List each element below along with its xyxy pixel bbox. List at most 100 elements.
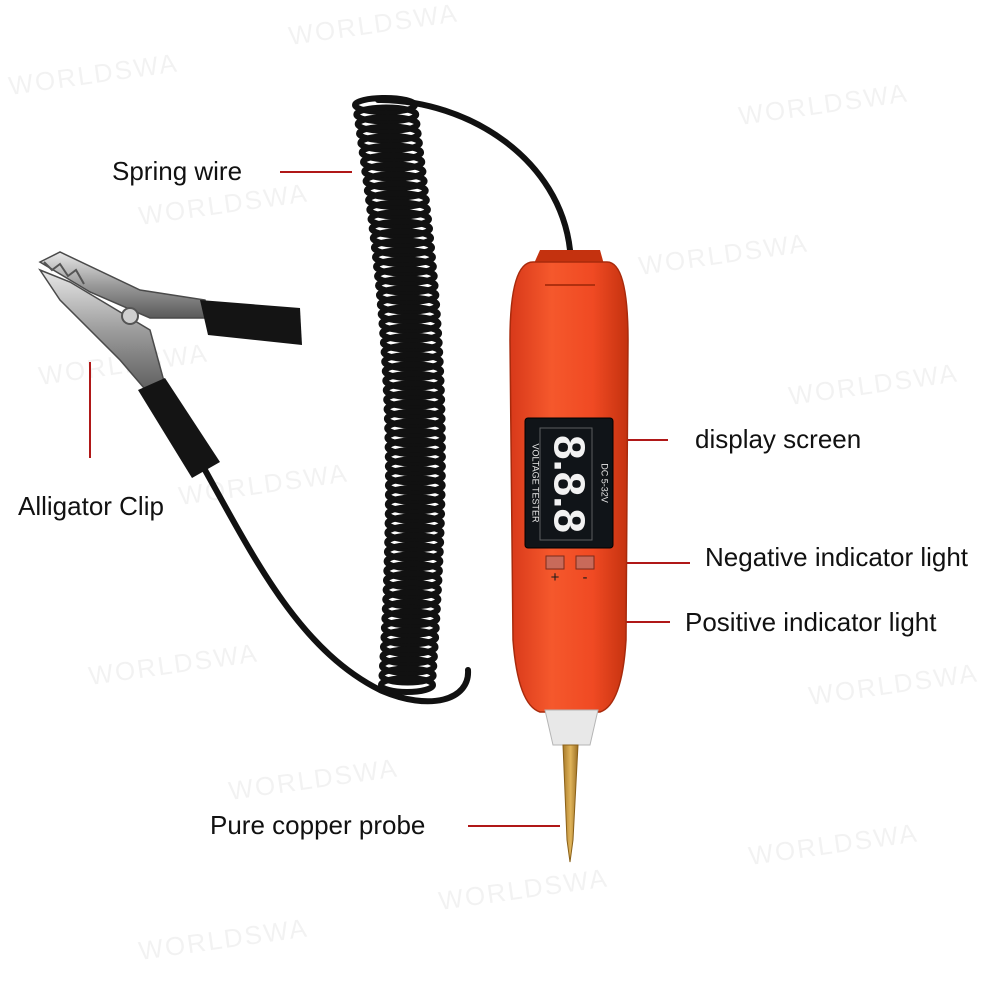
coil-turn [372, 247, 436, 268]
clip-lead-wire [202, 467, 472, 705]
coil-turn [384, 465, 446, 486]
coil-turn [382, 589, 442, 610]
copper-probe-label: Pure copper probe [210, 810, 426, 840]
coil-turn [382, 579, 442, 600]
coil-turn [384, 503, 446, 524]
coil-turn [377, 304, 441, 325]
clip-upper-boot [200, 300, 302, 345]
coil-turn [378, 675, 436, 695]
coil-turn [383, 408, 446, 429]
coil-turn [381, 608, 441, 629]
display-screen-label: display screen [695, 424, 862, 454]
coil-turn [384, 494, 446, 515]
coil-turn [370, 237, 435, 258]
clip-pivot-rivet [121, 307, 139, 325]
coil-turn [379, 646, 438, 667]
range-text: DC 5-32V [600, 463, 610, 503]
coil-turn [367, 209, 432, 230]
coil-turn [379, 636, 439, 657]
coil-turn [376, 294, 441, 315]
coil-turn [353, 104, 420, 125]
coil-turn [383, 399, 446, 420]
positive-indicator-label: Positive indicator light [685, 607, 937, 637]
coil-turn [373, 256, 437, 277]
watermark-text: WORLDSWA [137, 912, 311, 966]
coil-turn [352, 95, 418, 115]
negative-indicator-light [575, 555, 595, 570]
display-digits: 8.8.8 [544, 435, 593, 533]
watermark-text: WORLDSWA [747, 817, 921, 871]
coil-turn [354, 114, 421, 135]
minus-symbol: - [583, 569, 588, 586]
watermark-text: WORLDSWA [787, 357, 961, 411]
coil-turn [361, 161, 427, 182]
coil-turn [375, 285, 440, 306]
coil-turn [368, 218, 434, 239]
coil-turn [384, 418, 446, 439]
coil-turn [384, 427, 446, 448]
watermark-text: WORLDSWA [7, 47, 181, 101]
spring-wire-label: Spring wire [112, 156, 243, 186]
coil-turn [379, 323, 443, 344]
spring-wire-coil [352, 95, 446, 695]
coil-turn [380, 627, 440, 648]
display-screen [524, 417, 614, 549]
coil-turn [384, 522, 445, 543]
coil-turn [381, 351, 444, 372]
coil-turn [384, 513, 445, 534]
coil-turn [378, 313, 442, 334]
coil-turn [384, 446, 446, 467]
coil-turn [382, 370, 445, 391]
coil-turn [366, 199, 431, 220]
coil-turn [381, 361, 445, 382]
display-digit-window [539, 427, 593, 541]
voltage-tester: VOLTAGE TESTER DC 5-32V 8.8.8 + - [509, 250, 629, 863]
watermark-text: WORLDSWA [637, 227, 811, 281]
coil-turn [381, 598, 441, 619]
coil-turn [369, 228, 435, 249]
watermark-layer: WORLDSWA WORLDSWA WORLDSWA WORLDSWA WORL… [7, 0, 981, 966]
watermark-text: WORLDSWA [437, 862, 611, 916]
coil-turn [375, 275, 439, 296]
coil-turn [374, 266, 438, 287]
coil-turn [384, 484, 446, 505]
coil-turn [378, 655, 438, 676]
coil-turn [382, 570, 443, 591]
coil-turn [362, 171, 428, 192]
watermark-text: WORLDSWA [87, 637, 261, 691]
coil-turn [383, 560, 443, 581]
positive-indicator-light [545, 555, 565, 570]
plus-symbol: + [551, 569, 560, 586]
coil-turn [383, 541, 444, 562]
coil-turn [357, 133, 423, 154]
copper-probe [562, 744, 579, 863]
coil-turn [384, 475, 446, 496]
alligator-clip [38, 251, 302, 478]
model-text: VOLTAGE TESTER [531, 443, 541, 523]
coil-turn [363, 180, 429, 201]
tester-tip-collar [544, 709, 599, 746]
coil-turn [384, 456, 446, 477]
coil-turn [356, 123, 422, 144]
coil-turn [383, 389, 446, 410]
coil-turn [382, 380, 445, 401]
watermark-text: WORLDSWA [287, 0, 461, 51]
watermark-text: WORLDSWA [737, 77, 911, 131]
coil-turn [380, 342, 444, 363]
alligator-clip-label: Alligator Clip [18, 491, 164, 521]
clip-lower-boot [138, 378, 220, 478]
coil-turn [379, 332, 443, 353]
coil-turn [360, 152, 426, 173]
coil-turn [380, 617, 440, 638]
watermark-text: WORLDSWA [227, 752, 401, 806]
coil-turn [365, 190, 430, 211]
coil-turn [384, 437, 446, 458]
coil-turn [384, 532, 445, 553]
coil-turn [383, 551, 444, 572]
coil-turn [358, 142, 425, 163]
negative-indicator-label: Negative indicator light [705, 542, 969, 572]
clip-teeth [43, 261, 85, 285]
watermark-text: WORLDSWA [807, 657, 981, 711]
